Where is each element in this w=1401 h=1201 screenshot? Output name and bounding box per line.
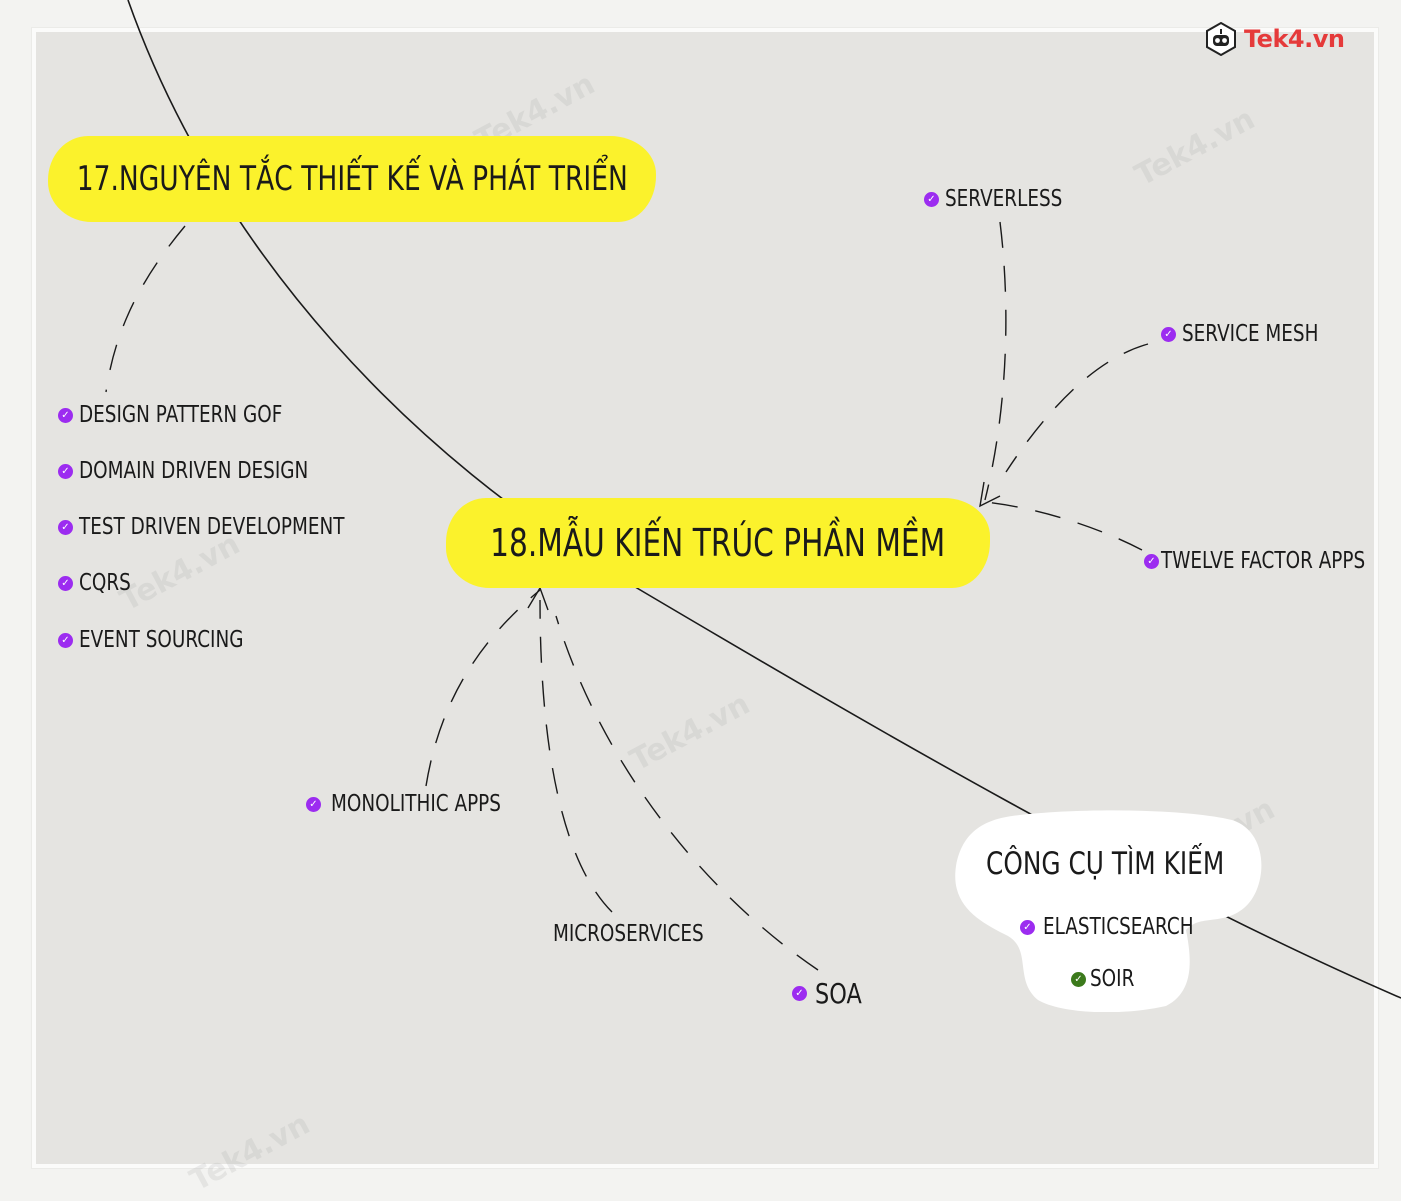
list-item-label: SERVICE MESH bbox=[1182, 321, 1319, 347]
dashed-connector bbox=[1005, 343, 1149, 473]
list-item: MICROSERVICES bbox=[553, 921, 741, 947]
list-item-label: TEST DRIVEN DEVELOPMENT bbox=[79, 514, 345, 540]
node-principles-title: 17.NGUYÊN TẮC THIẾT KẾ VÀ PHÁT TRIỂN bbox=[76, 159, 628, 199]
check-circle-icon: ✓ bbox=[306, 796, 321, 812]
list-item-label: MONOLITHIC APPS bbox=[331, 791, 501, 817]
list-item: ✓ TEST DRIVEN DEVELOPMENT bbox=[58, 514, 411, 540]
dashed-connector bbox=[105, 225, 186, 393]
list-item: ✓ SERVERLESS bbox=[924, 186, 1092, 212]
list-item: ✓ SOA bbox=[792, 977, 873, 1010]
list-item: ✓ SOIR bbox=[1071, 966, 1145, 992]
list-item: ✓ MONOLITHIC APPS bbox=[306, 791, 543, 817]
list-item: ✓ CQRS bbox=[58, 570, 144, 596]
node-architecture-title: 18.MẪU KIẾN TRÚC PHẦN MỀM bbox=[490, 521, 946, 565]
check-circle-icon: ✓ bbox=[1071, 971, 1086, 987]
dashed-connector bbox=[984, 221, 1007, 501]
list-item-label: MICROSERVICES bbox=[553, 921, 704, 947]
list-item-label: ELASTICSEARCH bbox=[1043, 914, 1194, 940]
logo-text: Tek4.vn bbox=[1244, 25, 1345, 53]
dashed-connector bbox=[539, 599, 613, 913]
list-item-label: CQRS bbox=[79, 570, 131, 596]
search-tools-title: CÔNG CỤ TÌM KIẾM bbox=[986, 846, 1225, 882]
list-item: ✓ DOMAIN DRIVEN DESIGN bbox=[58, 458, 366, 484]
arrow-head bbox=[979, 481, 1001, 508]
list-item: ✓ SERVICE MESH bbox=[1161, 321, 1353, 347]
list-item: ✓ EVENT SOURCING bbox=[58, 627, 285, 653]
list-item-label: SOIR bbox=[1090, 966, 1135, 992]
node-architecture: 18.MẪU KIẾN TRÚC PHẦN MỀM bbox=[446, 498, 990, 588]
check-circle-icon: ✓ bbox=[58, 463, 73, 479]
list-item: ✓ DESIGN PATTERN GOF bbox=[58, 402, 333, 428]
list-item-label: DOMAIN DRIVEN DESIGN bbox=[79, 458, 309, 484]
arrow-head bbox=[527, 586, 549, 611]
list-item-label: SOA bbox=[815, 977, 862, 1010]
robot-hexagon-icon bbox=[1206, 22, 1236, 56]
check-circle-icon: ✓ bbox=[58, 632, 73, 648]
list-item-label: EVENT SOURCING bbox=[79, 627, 244, 653]
list-item: ✓ TWELVE FACTOR APPS bbox=[1144, 548, 1401, 574]
check-circle-icon: ✓ bbox=[1020, 919, 1035, 935]
check-circle-icon: ✓ bbox=[1144, 553, 1159, 569]
list-item-label: DESIGN PATTERN GOF bbox=[79, 402, 283, 428]
brand-logo: Tek4.vn bbox=[1204, 22, 1345, 56]
check-circle-icon: ✓ bbox=[1161, 326, 1176, 342]
dashed-connector bbox=[555, 615, 819, 971]
search-tools-cloud bbox=[955, 810, 1262, 1012]
dashed-connector bbox=[425, 589, 541, 787]
list-item: ✓ ELASTICSEARCH bbox=[1020, 914, 1231, 940]
list-item-label: SERVERLESS bbox=[945, 186, 1063, 212]
check-circle-icon: ✓ bbox=[924, 191, 939, 207]
list-item-label: TWELVE FACTOR APPS bbox=[1161, 548, 1366, 574]
dashed-connector bbox=[984, 501, 1143, 551]
check-circle-icon: ✓ bbox=[792, 986, 807, 1001]
node-principles: 17.NGUYÊN TẮC THIẾT KẾ VÀ PHÁT TRIỂN bbox=[48, 136, 656, 222]
check-circle-icon: ✓ bbox=[58, 575, 73, 591]
check-circle-icon: ✓ bbox=[58, 519, 73, 535]
check-circle-icon: ✓ bbox=[58, 407, 73, 423]
